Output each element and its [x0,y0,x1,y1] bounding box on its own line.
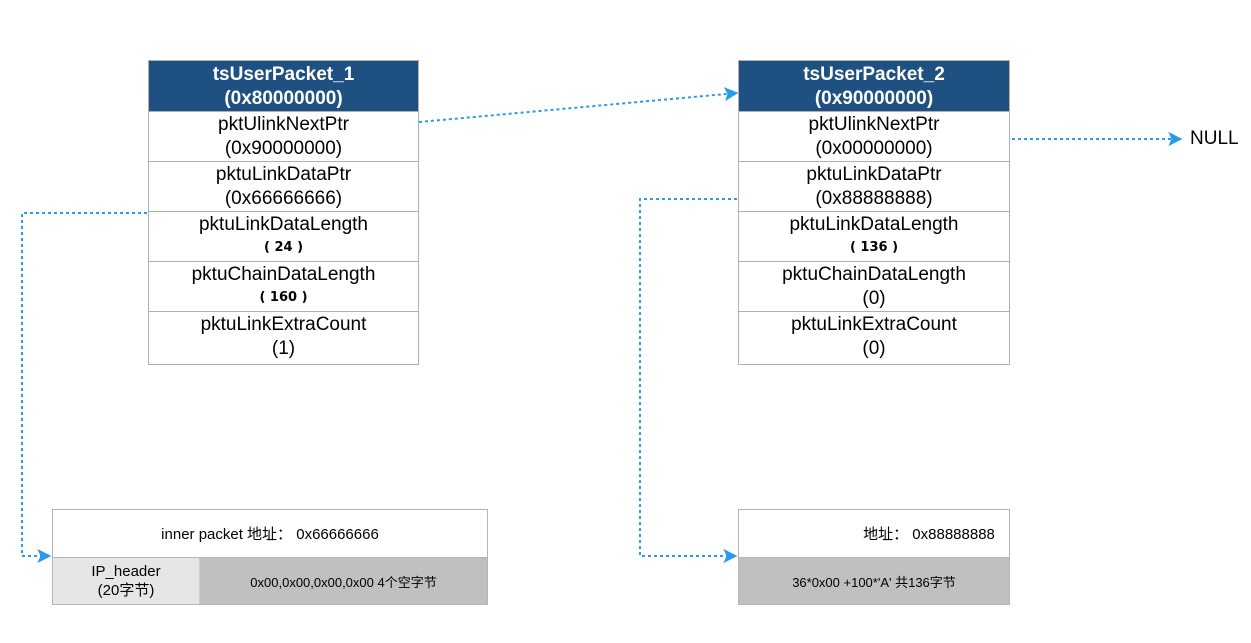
packet-1-field-data-ptr-name: pktuLinkDataPtr [215,164,352,185]
packet-2-field-data-ptr-name: pktuLinkDataPtr [806,164,942,185]
buffer-2-payload-segment: 36*0x00 +100*'A' 共136字节 [739,558,1009,604]
buffer-1-address-label: inner packet 地址： 0x66666666 [53,510,487,557]
packet-2-field-next-ptr-value: (0x00000000) [815,138,933,159]
packet-1-field-data-length-value: ( 24 ) [263,240,304,255]
buffer-1-ip-header-segment: IP_header (20字节) [53,558,200,604]
packet-2-field-next-ptr[interactable]: pktUlinkNextPtr (0x00000000) [739,111,1009,161]
packet-2-field-data-length-value: ( 136 ) [849,240,899,255]
packet-2-field-next-ptr-name: pktUlinkNextPtr [808,114,940,135]
memory-buffer-2: 地址： 0x88888888 36*0x00 +100*'A' 共136字节 [738,509,1010,605]
packet-1-field-data-ptr-value: (0x66666666) [224,188,343,209]
packet-2-field-chain-data-length[interactable]: pktuChainDataLength (0) [739,261,1009,311]
arrow-next-ptr-1-to-packet-2 [418,87,739,123]
memory-buffer-1: inner packet 地址： 0x66666666 IP_header (2… [52,509,488,605]
packet-2-field-chain-data-length-value: (0) [862,288,886,309]
arrow-data-ptr-2-to-buffer-2 [639,198,738,563]
buffer-2-body: 36*0x00 +100*'A' 共136字节 [739,557,1009,604]
packet-struct-2: tsUserPacket_2 (0x90000000) pktUlinkNext… [738,60,1010,365]
buffer-1-ip-header-label-line1: IP_header [91,563,161,580]
packet-1-field-data-length-name: pktuLinkDataLength [198,214,368,235]
packet-1-field-chain-data-length-value: ( 160 ) [259,290,308,305]
packet-2-header-address: (0x90000000) [814,88,934,109]
packet-2-header-name: tsUserPacket_2 [803,64,945,85]
packet-2-field-chain-data-length-name: pktuChainDataLength [782,264,966,285]
packet-1-field-next-ptr[interactable]: pktUlinkNextPtr (0x90000000) [149,111,418,161]
arrow-data-ptr-1-to-buffer-1 [21,212,147,563]
packet-1-field-extra-count[interactable]: pktuLinkExtraCount (1) [149,311,418,364]
buffer-2-address-label: 地址： 0x88888888 [739,510,1009,557]
buffer-1-body: IP_header (20字节) 0x00,0x00,0x00,0x00 4个空… [53,557,487,604]
packet-1-header: tsUserPacket_1 (0x80000000) [149,61,418,111]
buffer-1-padding-segment: 0x00,0x00,0x00,0x00 4个空字节 [200,558,487,604]
packet-1-header-name: tsUserPacket_1 [212,64,355,85]
packet-2-header: tsUserPacket_2 (0x90000000) [739,61,1009,111]
packet-1-field-chain-data-length-name: pktuChainDataLength [191,264,376,285]
null-label: NULL [1190,128,1239,149]
packet-1-field-next-ptr-value: (0x90000000) [224,138,343,159]
packet-1-field-extra-count-value: (1) [271,338,296,359]
packet-1-field-next-ptr-name: pktUlinkNextPtr [218,114,349,135]
packet-struct-1: tsUserPacket_1 (0x80000000) pktUlinkNext… [148,60,419,365]
packet-2-field-extra-count-value: (0) [862,338,886,359]
packet-1-field-chain-data-length[interactable]: pktuChainDataLength ( 160 ) [149,261,418,311]
packet-2-field-data-length[interactable]: pktuLinkDataLength ( 136 ) [739,211,1009,261]
packet-2-field-extra-count-name: pktuLinkExtraCount [791,314,957,335]
packet-1-header-address: (0x80000000) [224,88,343,109]
buffer-1-ip-header-label-line2: (20字节) [97,582,155,599]
packet-1-field-data-length[interactable]: pktuLinkDataLength ( 24 ) [149,211,418,261]
packet-1-field-extra-count-name: pktuLinkExtraCount [200,314,367,335]
packet-2-field-data-length-name: pktuLinkDataLength [789,214,959,235]
packet-2-field-extra-count[interactable]: pktuLinkExtraCount (0) [739,311,1009,364]
packet-2-field-data-ptr[interactable]: pktuLinkDataPtr (0x88888888) [739,161,1009,211]
packet-2-field-data-ptr-value: (0x88888888) [815,188,933,209]
packet-1-field-data-ptr[interactable]: pktuLinkDataPtr (0x66666666) [149,161,418,211]
